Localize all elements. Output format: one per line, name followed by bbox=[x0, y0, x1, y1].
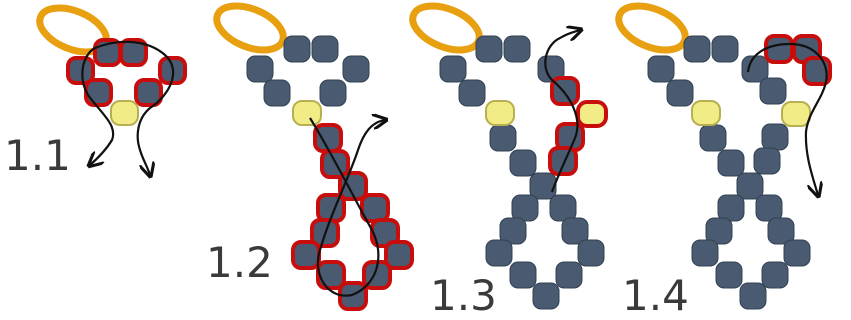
existing-beads bbox=[246, 35, 370, 107]
new-beads-outlined bbox=[66, 38, 187, 107]
step-label: 1.1 bbox=[4, 131, 71, 180]
yellow-bead-new bbox=[576, 100, 608, 128]
step-label: 1.3 bbox=[430, 271, 497, 320]
yellow-bead bbox=[110, 100, 139, 126]
step-label: 1.4 bbox=[622, 271, 689, 320]
jump-ring bbox=[615, 2, 689, 54]
yellow-bead bbox=[781, 101, 811, 127]
existing-beads bbox=[647, 35, 811, 310]
step-1-3: 1.3 bbox=[409, 2, 608, 320]
yellow-bead bbox=[691, 100, 721, 126]
step-1-1: 1.1 bbox=[4, 4, 187, 180]
new-beads-outlined bbox=[291, 123, 414, 311]
thread-path bbox=[81, 40, 175, 175]
step-1-4: 1.4 bbox=[615, 2, 832, 320]
yellow-bead bbox=[485, 100, 515, 126]
jump-ring bbox=[409, 2, 483, 54]
new-beads-outlined bbox=[764, 34, 832, 86]
jump-ring bbox=[213, 2, 287, 54]
existing-beads bbox=[439, 35, 605, 310]
thread-path bbox=[309, 118, 385, 297]
thread-path bbox=[746, 42, 828, 195]
thread-path bbox=[544, 30, 580, 193]
yellow-bead bbox=[292, 100, 322, 126]
step-label: 1.2 bbox=[206, 238, 273, 287]
step-1-2: 1.2 bbox=[206, 2, 414, 311]
